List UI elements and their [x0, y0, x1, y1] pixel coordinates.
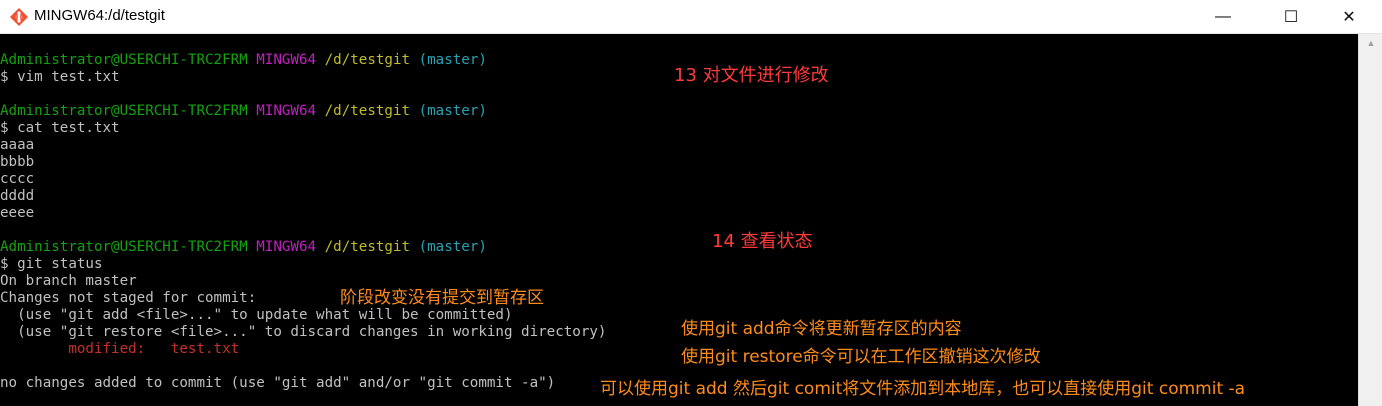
prompt-line: Administrator@USERCHI-TRC2FRM MINGW64 /d…	[0, 103, 487, 119]
scroll-up-icon[interactable]: ▲	[1366, 38, 1376, 48]
prompt-line: Administrator@USERCHI-TRC2FRM MINGW64 /d…	[0, 52, 487, 68]
file-content-line: dddd	[0, 188, 35, 204]
annotation-git-restore: 使用git restore命令可以在工作区撤销这次修改	[681, 347, 1041, 367]
modified-file-line: modified: test.txt	[0, 341, 240, 357]
status-line: no changes added to commit (use "git add…	[0, 375, 556, 391]
annotation-stage: 阶段改变没有提交到暂存区	[340, 288, 544, 308]
terminal-output[interactable]: Administrator@USERCHI-TRC2FRM MINGW64 /d…	[0, 34, 1358, 406]
maximize-button[interactable]: ☐	[1283, 8, 1299, 26]
prompt-line: Administrator@USERCHI-TRC2FRM MINGW64 /d…	[0, 239, 487, 255]
file-content-line: cccc	[0, 171, 35, 187]
file-content-line: aaaa	[0, 137, 35, 153]
vertical-scrollbar[interactable]: ▲	[1358, 34, 1382, 406]
hint-line: (use "git add <file>..." to update what …	[0, 307, 513, 323]
status-line: On branch master	[0, 273, 137, 289]
title-bar: MINGW64:/d/testgit — ☐ ✕	[0, 0, 1382, 34]
close-button[interactable]: ✕	[1342, 8, 1356, 26]
command-line: $ cat test.txt	[0, 120, 120, 136]
command-line: $ git status	[0, 256, 103, 272]
status-line: Changes not staged for commit:	[0, 290, 257, 306]
command-line: $ vim test.txt	[0, 69, 120, 85]
annotation-git-add: 使用git add命令将更新暂存区的内容	[681, 319, 962, 339]
annotation-git-commit: 可以使用git add 然后git comit将文件添加到本地库，也可以直接使用…	[600, 379, 1246, 399]
window-title: MINGW64:/d/testgit	[34, 7, 165, 24]
file-content-line: eeee	[0, 205, 35, 221]
minimize-button[interactable]: —	[1215, 7, 1231, 25]
file-content-line: bbbb	[0, 154, 35, 170]
annotation-step-14: 14 查看状态	[712, 231, 813, 252]
git-bash-icon	[10, 8, 28, 26]
hint-line: (use "git restore <file>..." to discard …	[0, 324, 607, 340]
annotation-step-13: 13 对文件进行修改	[674, 65, 829, 86]
